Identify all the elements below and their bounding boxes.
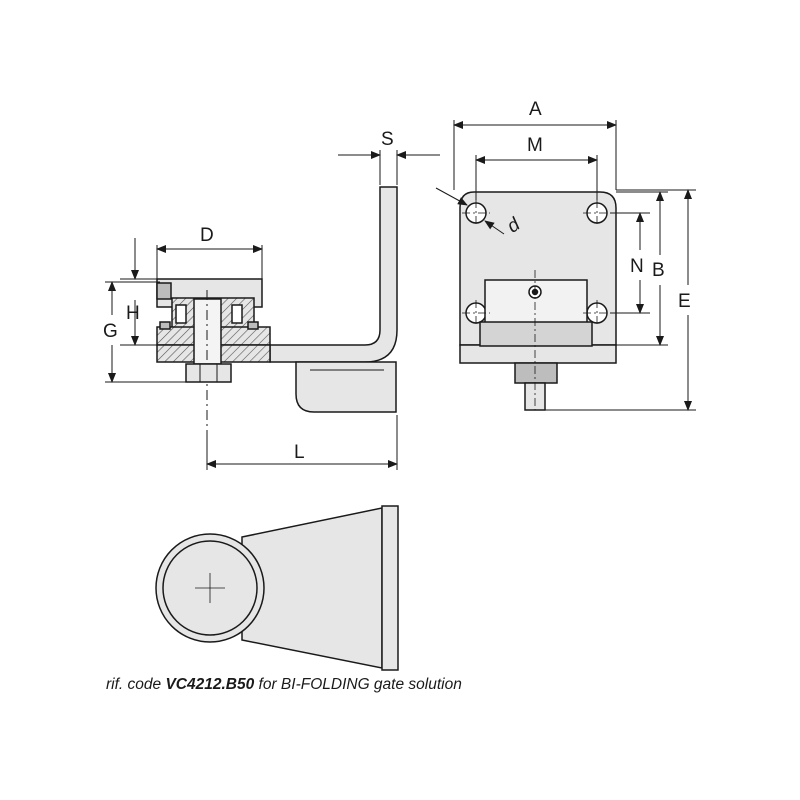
side-view	[156, 186, 398, 470]
front-nut	[514, 362, 558, 384]
label-G: G	[103, 321, 118, 342]
front-view-dimensions	[435, 120, 696, 411]
side-view-dimensions	[105, 150, 440, 470]
front-view	[459, 191, 617, 411]
label-B: B	[652, 260, 665, 281]
caption-code: VC4212.B50	[165, 676, 255, 693]
label-N: N	[630, 256, 644, 277]
label-S: S	[381, 129, 394, 150]
caption-prefix: rif. code	[106, 676, 166, 693]
nut	[185, 363, 232, 383]
label-M: M	[527, 135, 543, 156]
wheel-housing	[295, 361, 397, 413]
label-A: A	[529, 99, 542, 120]
dimension-labels: A M S D H G N B E L d	[103, 99, 691, 463]
top-view	[155, 505, 399, 671]
flange	[381, 505, 399, 671]
caption-suffix: for BI-FOLDING gate solution	[254, 676, 462, 693]
label-E: E	[678, 291, 691, 312]
label-H: H	[126, 303, 140, 324]
caption: rif. code VC4212.B50 for BI-FOLDING gate…	[106, 676, 462, 694]
label-L: L	[294, 442, 305, 463]
label-D: D	[200, 225, 214, 246]
l-bracket-arm	[269, 186, 398, 363]
